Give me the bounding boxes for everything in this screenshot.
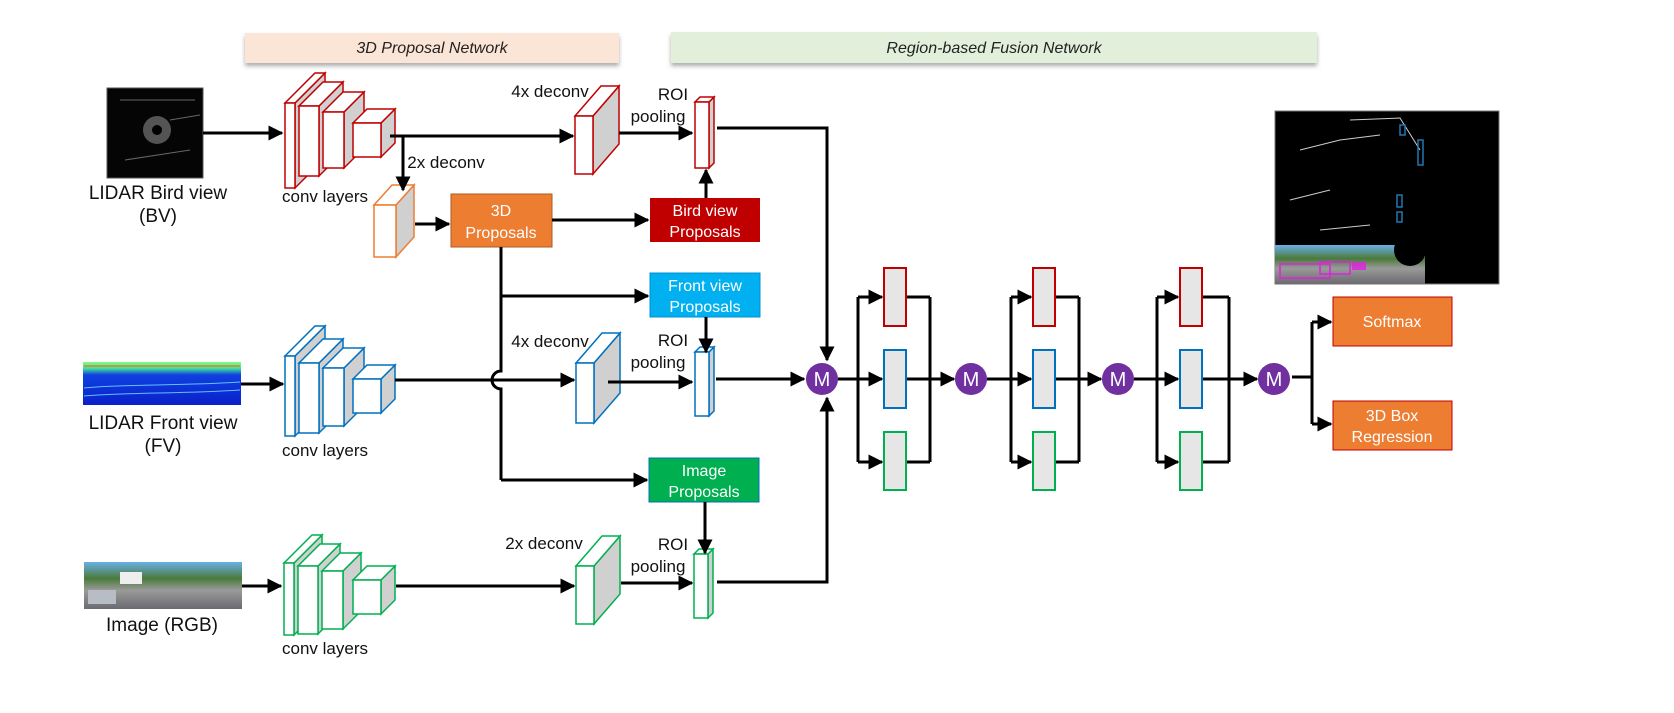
merge-circle-icon: [1102, 363, 1134, 395]
roi-pooling-label-rgb: ROI pooling: [631, 535, 689, 576]
header-3d-proposal-network: 3D Proposal Network: [245, 33, 619, 63]
bird-view-proposals-box: Bird view Proposals: [650, 198, 760, 242]
roi-pooling-front-view: [693, 345, 716, 418]
roi-pooling-label-bv: ROI pooling: [631, 85, 689, 126]
merge-node-2: M: [955, 363, 987, 395]
merge-node-4: M: [1258, 363, 1290, 395]
conv-stack-bird-view: [283, 71, 397, 190]
svg-text:Proposals: Proposals: [669, 224, 740, 241]
image-proposals-box: Image Proposals: [648, 457, 760, 503]
deconv-2x-label-rgb: 2x deconv: [505, 534, 583, 553]
image-fusion-layer: [1179, 431, 1203, 491]
svg-text:M: M: [963, 369, 980, 391]
conv-layer-4: [351, 564, 397, 616]
deconv-4x-label-bv: 4x deconv: [511, 82, 589, 101]
svg-text:Image: Image: [682, 463, 727, 480]
front-fusion-layer: [1179, 349, 1203, 409]
conv-layers-label-rgb: conv layers: [282, 639, 368, 658]
roi-pooling-label-fv: ROI pooling: [631, 331, 689, 372]
front-view-label: LIDAR Front view: [89, 413, 238, 434]
svg-text:3D Proposal Network: 3D Proposal Network: [356, 40, 508, 57]
svg-text:M: M: [1266, 369, 1283, 391]
bird-fusion-layer: [883, 267, 907, 327]
svg-text:Regression: Regression: [1352, 429, 1433, 446]
svg-text:pooling: pooling: [631, 557, 686, 576]
roi-pooling-image: [692, 547, 715, 620]
front-view-proposals-box: Front view Proposals: [649, 272, 761, 318]
front-fusion-layer: [883, 349, 907, 409]
bird-view-label: LIDAR Bird view: [89, 183, 228, 204]
deconv-4x-label-fv: 4x deconv: [511, 332, 589, 351]
deconv-2x-proposal: [372, 183, 416, 259]
svg-text:Proposals: Proposals: [669, 299, 740, 316]
svg-text:3D: 3D: [491, 203, 511, 220]
detection-result-image: [1274, 110, 1500, 285]
conv-layers-label-bv: conv layers: [282, 187, 368, 206]
header-region-fusion-network: Region-based Fusion Network: [671, 32, 1317, 63]
conv-stack-image: [282, 533, 397, 637]
output-arrows: [1292, 314, 1333, 432]
bird-view-input-image: [106, 87, 204, 179]
softmax-output-box: Softmax: [1332, 296, 1453, 347]
svg-text:Proposals: Proposals: [465, 225, 536, 242]
3d-proposals-box: 3D Proposals: [450, 193, 553, 248]
svg-text:ROI: ROI: [658, 85, 688, 104]
fusion-connections: [838, 289, 1259, 470]
svg-text:M: M: [814, 369, 831, 391]
merge-circle-icon: [955, 363, 987, 395]
3d-box-regression-output-box: 3D Box Regression: [1332, 400, 1453, 451]
merge-node-3: M: [1102, 363, 1134, 395]
bird-view-abbrev: (BV): [139, 206, 177, 227]
front-fusion-layer: [1032, 349, 1056, 409]
image-fusion-layer: [1032, 431, 1056, 491]
bird-fusion-layer: [1179, 267, 1203, 327]
fusion-layer-group-2: [1032, 267, 1056, 491]
svg-text:ROI: ROI: [658, 331, 688, 350]
rgb-image-label: Image (RGB): [106, 615, 218, 636]
merge-circle-icon: [1258, 363, 1290, 395]
svg-text:Proposals: Proposals: [668, 484, 739, 501]
connection-arrows: [203, 125, 835, 594]
svg-text:Front view: Front view: [668, 278, 742, 295]
roi-pooling-bird-view: [693, 95, 716, 170]
svg-text:pooling: pooling: [631, 107, 686, 126]
conv-layers-label-fv: conv layers: [282, 441, 368, 460]
svg-text:Bird view: Bird view: [673, 203, 738, 220]
deconv-2x-label-proposal: 2x deconv: [407, 153, 485, 172]
rgb-input-image: [84, 562, 242, 609]
svg-text:Softmax: Softmax: [1363, 314, 1422, 331]
merge-circle-icon: [806, 363, 838, 395]
image-fusion-layer: [883, 431, 907, 491]
svg-text:3D Box: 3D Box: [1366, 408, 1418, 425]
front-view-abbrev: (FV): [145, 436, 182, 457]
deconv-4x-front-view: [574, 330, 622, 426]
front-view-input-image: [83, 362, 241, 405]
svg-text:Region-based Fusion Network: Region-based Fusion Network: [886, 40, 1102, 57]
conv-layer-4: [351, 107, 397, 159]
svg-text:pooling: pooling: [631, 353, 686, 372]
merge-node-1: M: [806, 363, 838, 395]
conv-layer-4: [351, 363, 397, 415]
svg-text:ROI: ROI: [658, 535, 688, 554]
conv-stack-front-view: [283, 324, 397, 438]
svg-text:M: M: [1110, 369, 1127, 391]
fusion-layer-group-3: [1179, 267, 1203, 491]
fusion-layer-group-1: [883, 267, 907, 491]
deconv-4x-bird-view: [573, 83, 621, 177]
bird-fusion-layer: [1032, 267, 1056, 327]
deconv-2x-image: [574, 533, 622, 627]
